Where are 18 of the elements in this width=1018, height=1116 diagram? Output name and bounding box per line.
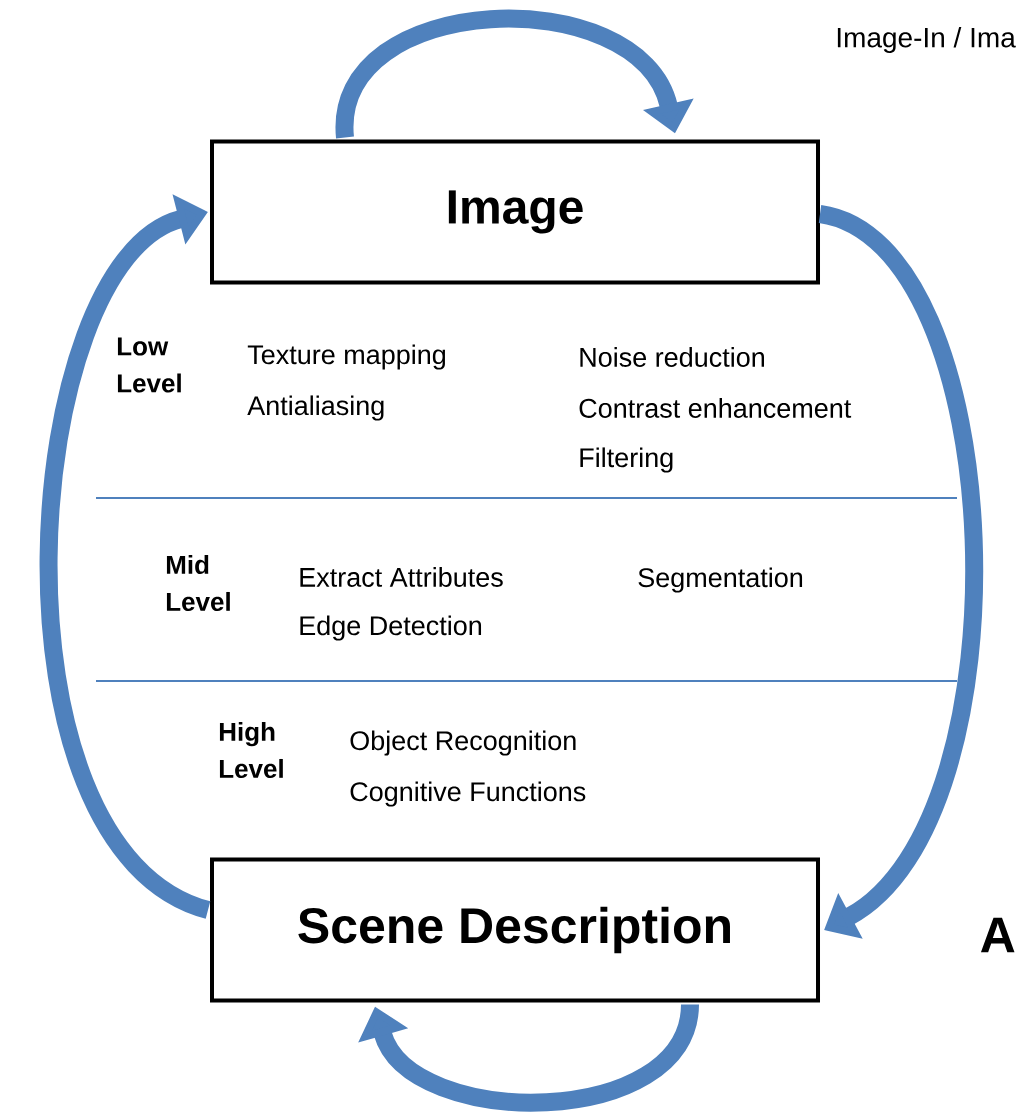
process-box: Image — [210, 139, 820, 285]
text-label: Edge Detection — [300, 615, 482, 641]
text-label: Cognitive Functions — [350, 781, 586, 807]
text-label: Filtering — [580, 447, 673, 473]
level-label: Mid Level — [166, 554, 230, 612]
text-label: Contrast enhancement — [579, 398, 852, 418]
level-label: High Level — [219, 721, 283, 779]
text-label: A — [980, 917, 1015, 953]
text-label: Texture mapping — [247, 344, 446, 370]
text-label: Antialiasing — [247, 395, 384, 421]
process-box: Scene Description — [210, 857, 820, 1003]
text-label: Segmentation — [638, 567, 803, 593]
text-label: Image-In / Ima — [837, 26, 1016, 54]
level-label: Low Level — [117, 337, 181, 393]
text-label: Noise reduction — [580, 347, 764, 367]
text-label: Object Recognition — [350, 730, 576, 756]
curved-arrow — [336, 10, 694, 139]
text-label: Extract Attributes — [300, 567, 503, 587]
